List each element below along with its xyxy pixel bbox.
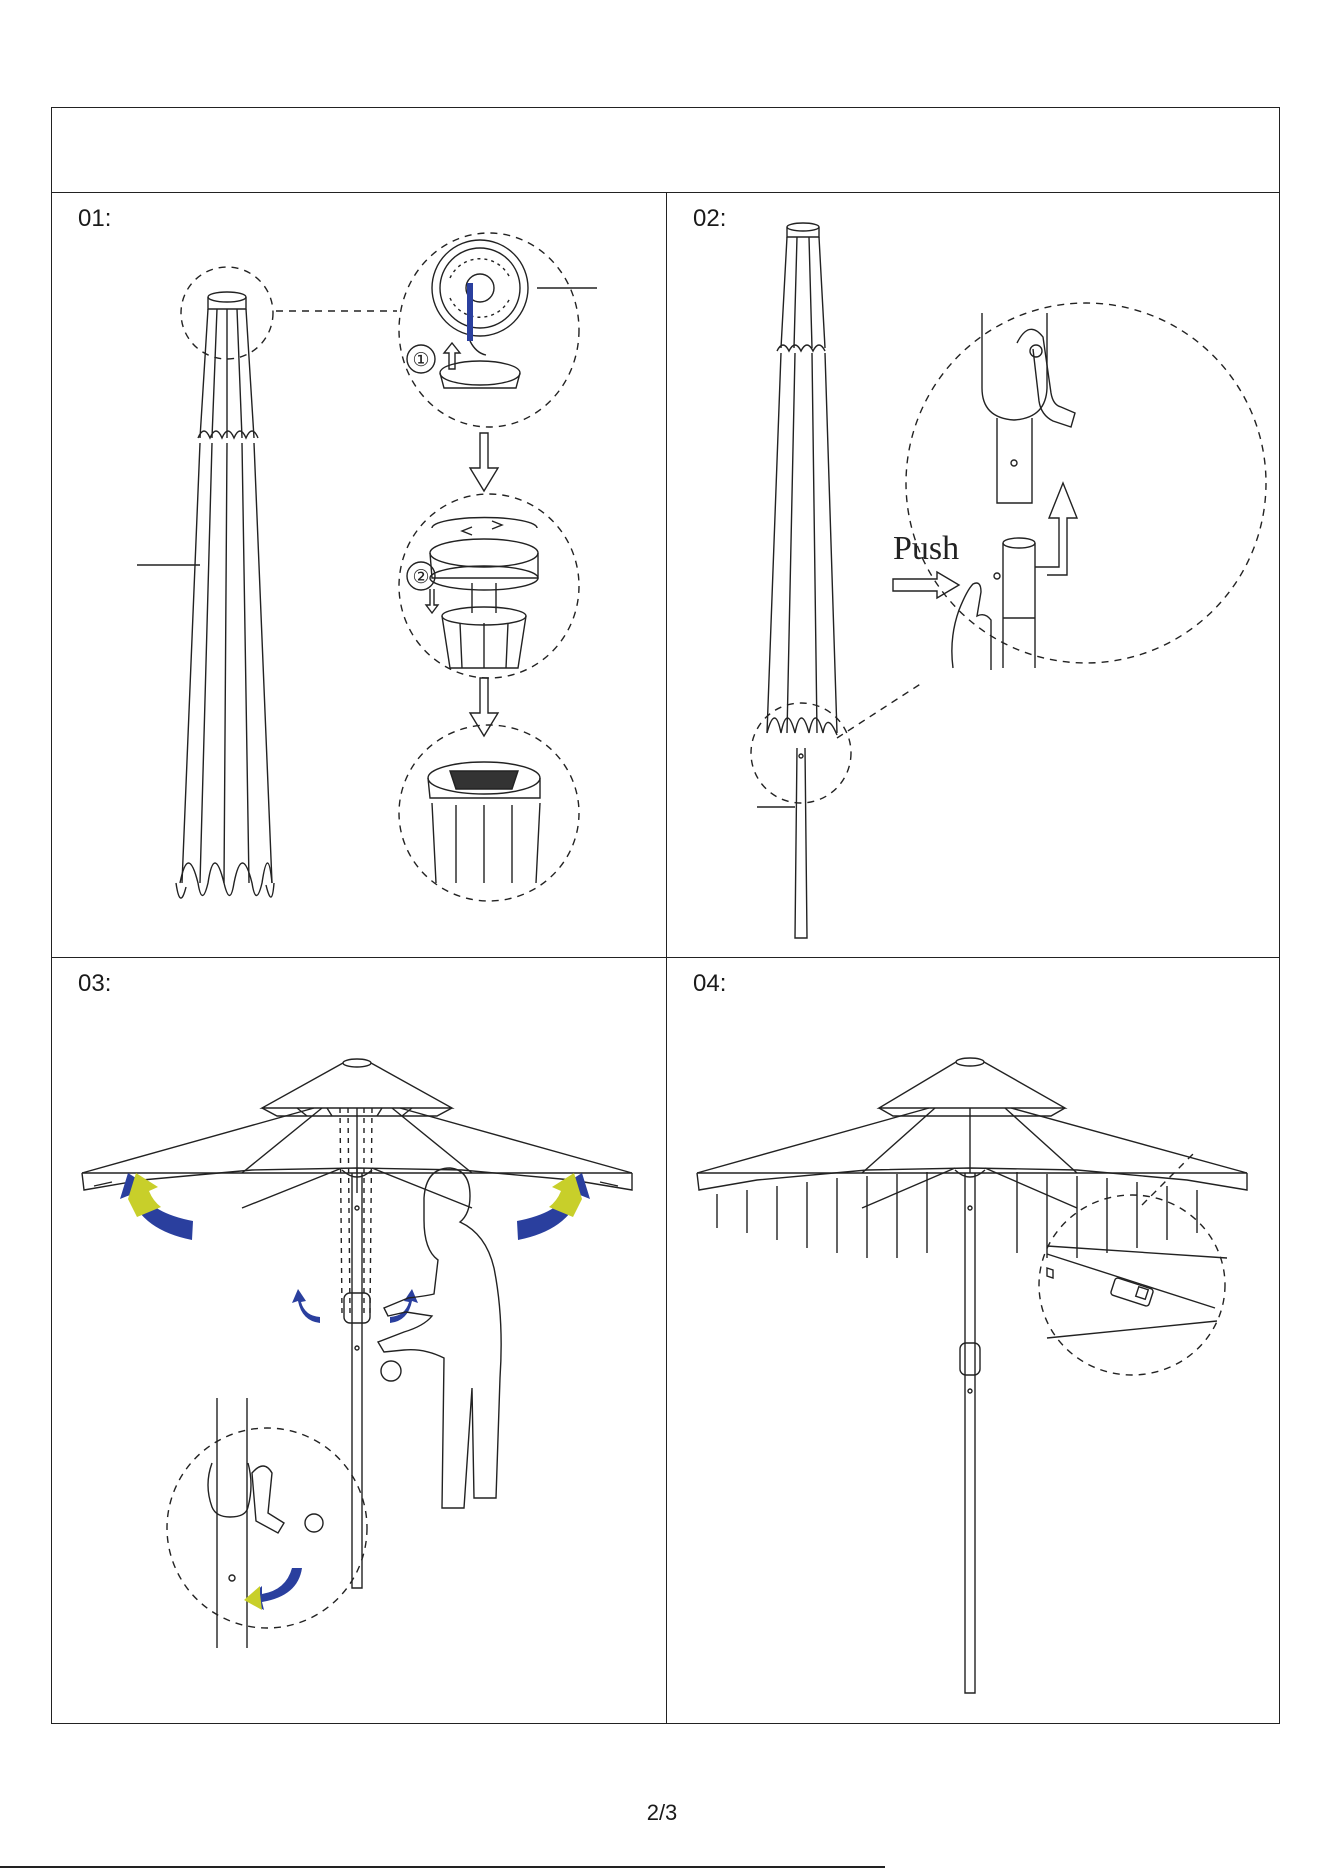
svg-text:②: ② bbox=[412, 567, 429, 588]
down-arrow-2 bbox=[470, 678, 498, 736]
step-02-panel: 02: bbox=[667, 193, 1279, 958]
step-03-illustration bbox=[52, 958, 667, 1723]
opened-umbrella-with-lights bbox=[697, 1058, 1247, 1693]
switch-detail bbox=[1039, 1150, 1227, 1375]
step-04-panel: 04: bbox=[667, 958, 1279, 1723]
page-number: 2/3 bbox=[0, 1800, 1324, 1826]
closed-umbrella bbox=[176, 292, 274, 898]
indicator-circle bbox=[381, 1361, 401, 1381]
svg-text:①: ① bbox=[412, 350, 429, 371]
step-01-illustration: ① ② bbox=[52, 193, 667, 958]
rotate-arrow-right bbox=[517, 1173, 590, 1240]
small-turn-arrows bbox=[292, 1289, 418, 1323]
step-03-panel: 03: bbox=[52, 958, 667, 1723]
opened-umbrella bbox=[82, 1059, 632, 1588]
push-label: Push bbox=[893, 530, 959, 567]
step-04-illustration bbox=[667, 958, 1279, 1723]
push-arrow bbox=[893, 572, 959, 598]
circled-number-1: ① bbox=[407, 343, 460, 373]
step-02-illustration: Push bbox=[667, 193, 1279, 958]
rotate-arrow-left bbox=[120, 1173, 193, 1240]
solar-cap-underside bbox=[432, 240, 528, 388]
twist-on-cap bbox=[430, 518, 538, 669]
circled-number-2: ② bbox=[407, 562, 438, 613]
person-silhouette bbox=[378, 1168, 501, 1508]
down-arrow-1 bbox=[470, 433, 498, 491]
solar-panel-cap bbox=[428, 762, 540, 883]
crank-handle-section bbox=[982, 313, 1075, 503]
hand bbox=[952, 583, 991, 670]
header-band bbox=[52, 108, 1279, 193]
closed-umbrella-upper bbox=[767, 223, 837, 938]
crank-detail bbox=[167, 1398, 367, 1648]
step-01-panel: 01: bbox=[52, 193, 667, 958]
footer-rule bbox=[0, 1866, 885, 1868]
instruction-sheet: 01: bbox=[51, 107, 1280, 1724]
up-arrow bbox=[1035, 483, 1077, 575]
